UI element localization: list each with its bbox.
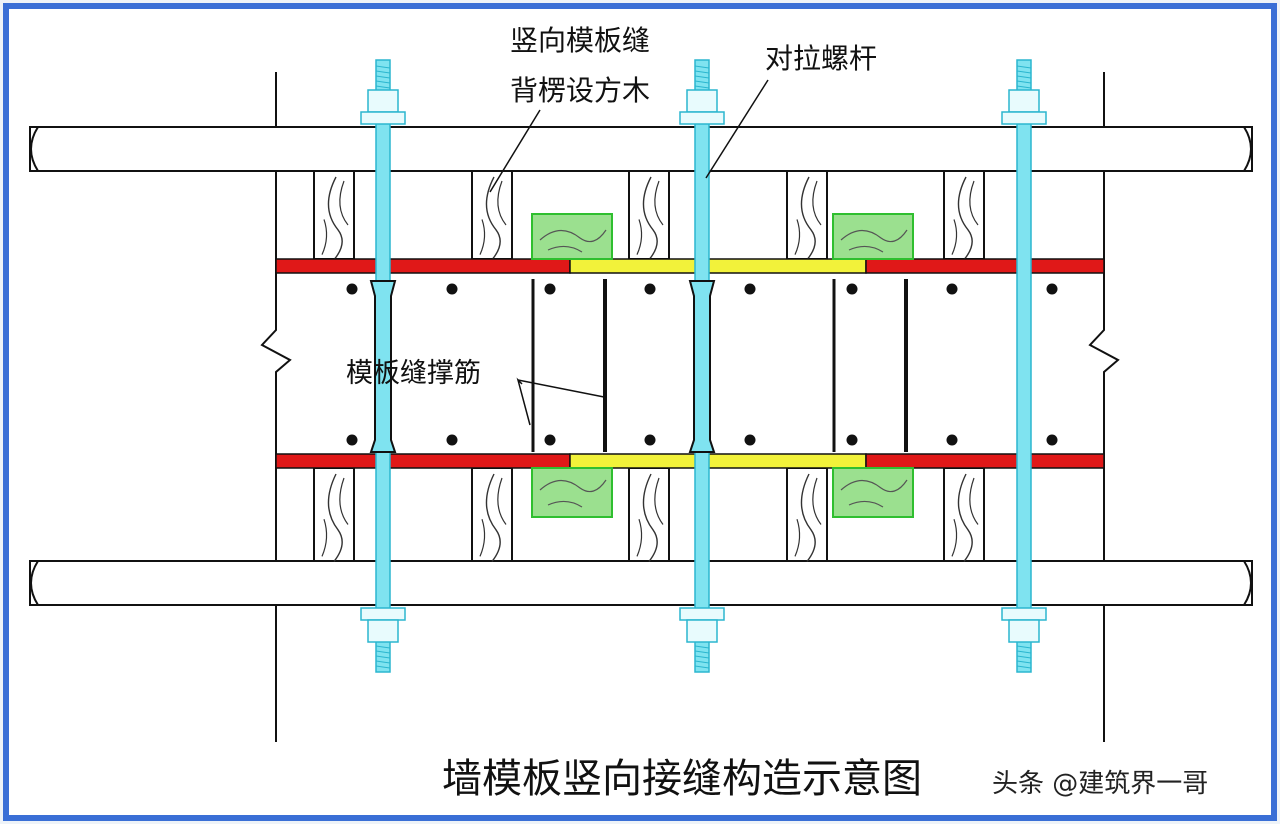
timber-batten-6 xyxy=(313,467,355,562)
top-formwork-yellow-seam xyxy=(569,258,867,274)
top-formwork-red-left xyxy=(275,258,571,274)
rebar-dot-15 xyxy=(946,434,958,446)
tie-rods xyxy=(360,59,1047,673)
timber-batten-2 xyxy=(471,170,513,261)
leader-seam-rebar-b xyxy=(517,379,605,398)
rebar-dot-14 xyxy=(846,434,858,446)
timber-batten-7 xyxy=(471,467,513,562)
timber-batten-4 xyxy=(786,170,828,261)
steel-pipes xyxy=(29,126,1253,606)
seam-timber-bottom-right xyxy=(832,467,914,518)
timber-batten-10 xyxy=(943,467,985,562)
rebar-dot-11 xyxy=(544,434,556,446)
bottom-formwork-yellow-seam xyxy=(569,453,867,469)
timber-batten-1 xyxy=(313,170,355,261)
rebar-dot-9 xyxy=(346,434,358,446)
rebar-dots xyxy=(346,283,1058,446)
tie-rod-3 xyxy=(1001,59,1047,673)
wall-left-edge xyxy=(260,72,292,742)
rebar-dot-10 xyxy=(446,434,458,446)
label-seam-rebar: 模板缝撑筋 xyxy=(346,358,481,389)
label-tie-rod: 对拉螺杆 xyxy=(765,42,877,75)
rebar-dot-16 xyxy=(1046,434,1058,446)
timber-batten-9 xyxy=(786,467,828,562)
rebar-dot-5 xyxy=(744,283,756,295)
rebar-dot-4 xyxy=(644,283,656,295)
label-seam-batten-2: 背楞设方木 xyxy=(510,74,650,107)
rebar-dot-13 xyxy=(744,434,756,446)
bottom-steel-pipe xyxy=(29,560,1253,606)
tie-rod-2 xyxy=(679,59,725,673)
leader-lines xyxy=(489,79,769,426)
wall-boundaries xyxy=(260,72,1120,742)
timber-batten-5 xyxy=(943,170,985,261)
leader-seam-batten xyxy=(489,109,541,193)
rebar-dot-8 xyxy=(1046,283,1058,295)
rebar-dot-6 xyxy=(846,283,858,295)
bottom-formwork-red-right xyxy=(865,453,1105,469)
timber-batten-3 xyxy=(628,170,670,261)
rebar-dot-2 xyxy=(446,283,458,295)
seam-timber-bottom-left xyxy=(531,467,613,518)
label-seam-batten-1: 竖向模板缝 xyxy=(510,24,650,57)
rebar-dot-7 xyxy=(946,283,958,295)
seam-lines xyxy=(531,279,908,452)
wall-right-edge xyxy=(1088,72,1120,742)
formwork-panels xyxy=(275,258,1105,469)
rebar-dot-12 xyxy=(644,434,656,446)
leader-tie-rod xyxy=(705,79,769,179)
seam-timber-top-left xyxy=(531,213,613,260)
seam-timber-top-right xyxy=(832,213,914,260)
watermark: 头条 @建筑界一哥 xyxy=(992,769,1208,799)
top-steel-pipe xyxy=(29,126,1253,172)
rebar-dot-3 xyxy=(544,283,556,295)
tie-rod-1 xyxy=(360,59,406,673)
seam-timbers xyxy=(531,213,914,518)
timber-batten-8 xyxy=(628,467,670,562)
top-formwork-red-right xyxy=(865,258,1105,274)
diagram-title: 墙模板竖向接缝构造示意图 xyxy=(442,756,922,802)
bottom-formwork-red-left xyxy=(275,453,571,469)
rebar-dot-1 xyxy=(346,283,358,295)
